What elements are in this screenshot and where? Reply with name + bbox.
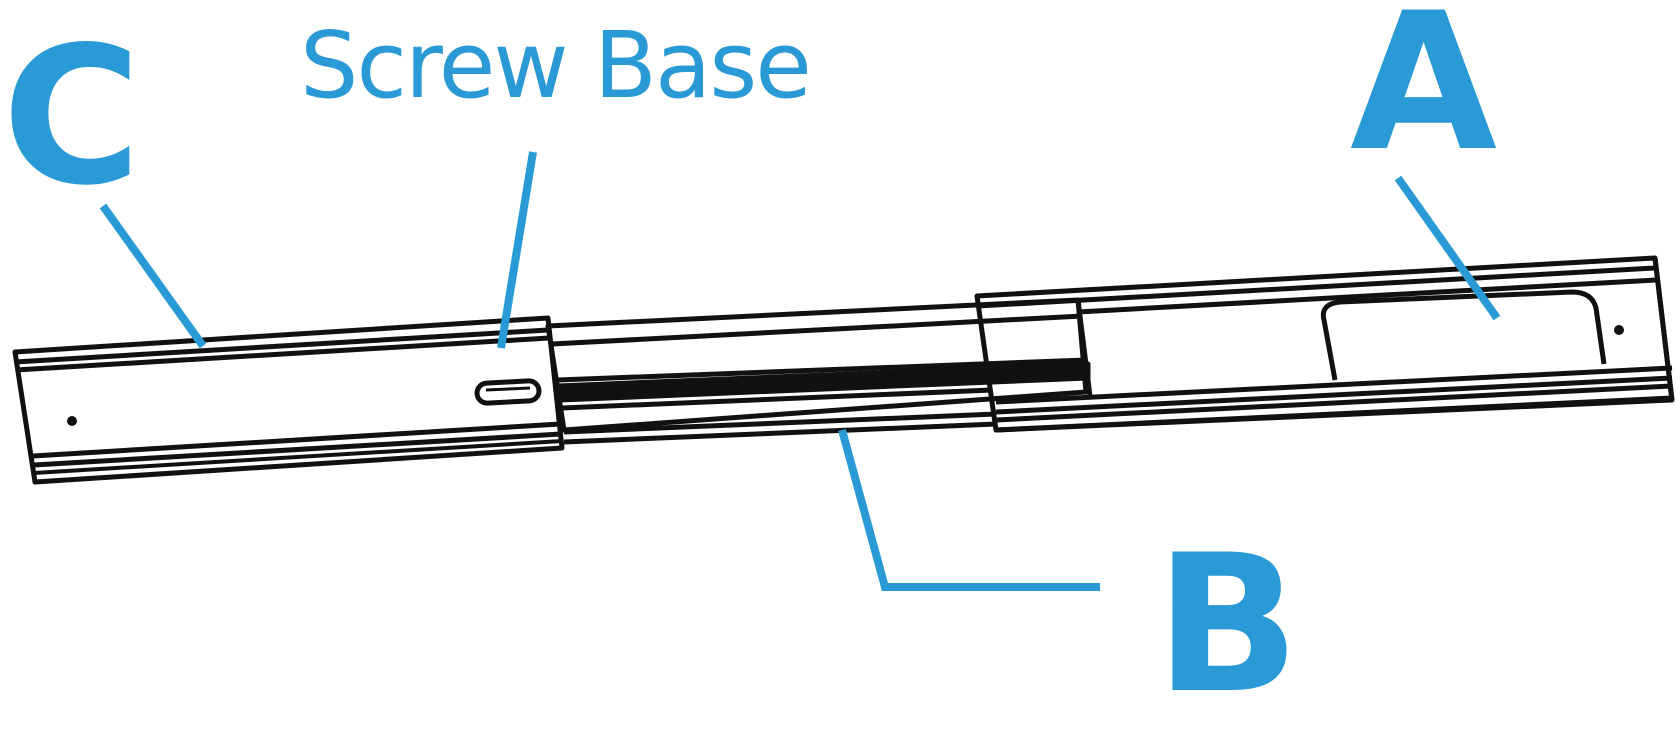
- mount-hole-icon: [1614, 325, 1624, 335]
- leader-line-screw-base: [497, 151, 537, 349]
- screw-slot-icon: [474, 378, 542, 406]
- label-c: C: [2, 6, 142, 227]
- leader-line-b: [838, 428, 1100, 591]
- slide-rail-drawing: [12, 151, 1675, 591]
- diagram-canvas: C Screw Base A B: [2, 0, 1675, 720]
- leader-line-c: [99, 203, 207, 349]
- label-a: A: [1350, 0, 1498, 193]
- label-b: B: [1155, 514, 1300, 735]
- rail-section-b: [545, 297, 1093, 445]
- leader-line-a: [1394, 175, 1501, 321]
- mount-hole-icon: [67, 416, 77, 426]
- rail-section-c: [12, 315, 565, 485]
- label-screw-base: Screw Base: [300, 12, 812, 119]
- rail-section-a: [974, 255, 1675, 433]
